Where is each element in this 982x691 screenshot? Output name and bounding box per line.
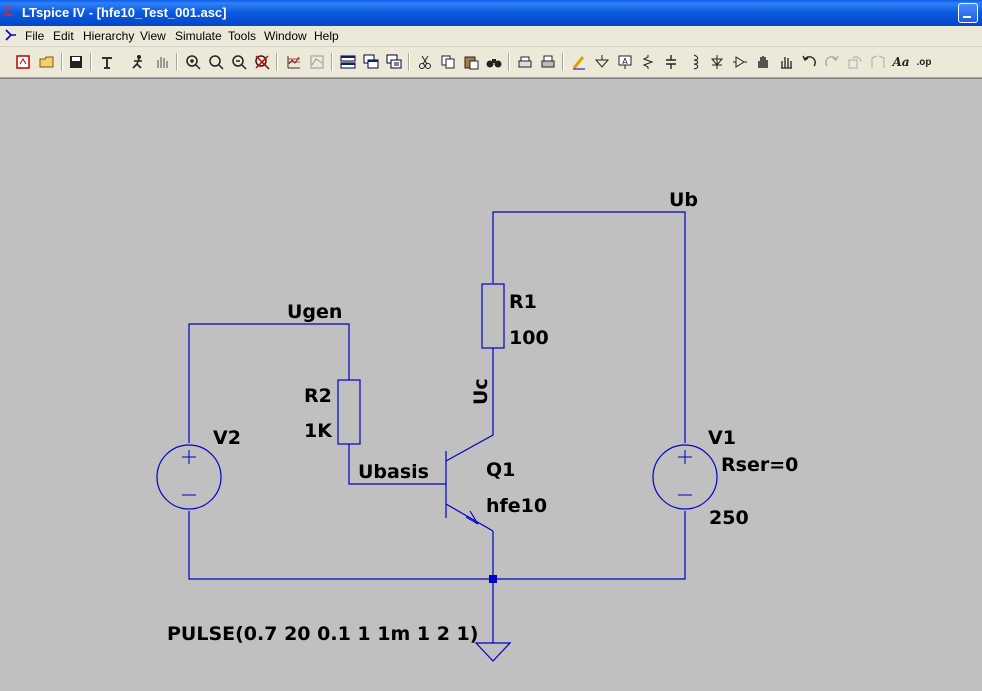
document-icon[interactable]	[4, 28, 18, 42]
ltspice-logo-icon: ℒ	[3, 4, 15, 20]
tile-icon[interactable]	[384, 52, 404, 72]
wire-icon[interactable]	[569, 52, 589, 72]
tile-horizontal-icon[interactable]	[338, 52, 358, 72]
menu-bar: File Edit Hierarchy View Simulate Tools …	[0, 26, 982, 47]
spice-directive-icon[interactable]: .op	[916, 56, 932, 68]
menu-file[interactable]: File	[25, 29, 45, 43]
q1-value[interactable]: hfe10	[486, 495, 547, 517]
drag-icon[interactable]	[776, 52, 796, 72]
save-icon[interactable]	[66, 52, 86, 72]
q1-transistor[interactable]	[445, 451, 494, 532]
v1-param[interactable]: Rser=0	[721, 454, 798, 476]
v1-value[interactable]: 250	[709, 507, 749, 529]
find-icon[interactable]	[484, 52, 504, 72]
new-schematic-icon[interactable]	[13, 52, 33, 72]
run-icon[interactable]	[128, 52, 148, 72]
wire-ubasis[interactable]	[348, 444, 446, 485]
redo-icon[interactable]	[822, 52, 842, 72]
v2-value[interactable]: PULSE(0.7 20 0.1 1 1m 1 2 1)	[167, 623, 478, 645]
inductor-icon[interactable]	[684, 52, 704, 72]
title-bar: ℒ LTspice IV - [hfe10_Test_001.asc]	[0, 0, 982, 26]
v1-voltage-source[interactable]	[652, 444, 718, 510]
resistor-icon[interactable]	[638, 52, 658, 72]
move-icon[interactable]	[753, 52, 773, 72]
component-icon[interactable]	[730, 52, 750, 72]
junction-dot	[489, 575, 497, 583]
label-net-icon[interactable]: A	[615, 52, 635, 72]
halt-icon[interactable]	[152, 52, 172, 72]
menu-tools[interactable]: Tools	[228, 29, 257, 43]
wire-uc[interactable]	[445, 348, 494, 462]
toolbar: A Aa .op	[0, 47, 982, 78]
zoom-pan-icon[interactable]	[206, 52, 226, 72]
copy-icon[interactable]	[438, 52, 458, 72]
paste-icon[interactable]	[461, 52, 481, 72]
net-label-ugen[interactable]: Ugen	[287, 301, 342, 323]
cut-icon[interactable]	[415, 52, 435, 72]
minimize-button[interactable]	[958, 3, 978, 23]
ground-symbol[interactable]	[474, 642, 512, 662]
mirror-icon[interactable]	[868, 52, 888, 72]
menu-view[interactable]: View	[140, 29, 166, 43]
rotate-icon[interactable]	[845, 52, 865, 72]
zoom-out-icon[interactable]	[229, 52, 249, 72]
r1-resistor[interactable]	[481, 283, 505, 349]
schematic-canvas[interactable]: Ub Ugen Uc Ubasis R1 100 R2 1K V2 V1 Rse…	[0, 78, 982, 687]
r1-name[interactable]: R1	[509, 291, 537, 313]
v1-name[interactable]: V1	[708, 427, 736, 449]
ground-icon[interactable]	[592, 52, 612, 72]
undo-icon[interactable]	[799, 52, 819, 72]
menu-window[interactable]: Window	[264, 29, 307, 43]
menu-help[interactable]: Help	[314, 29, 339, 43]
v2-voltage-source[interactable]	[156, 444, 222, 510]
print-icon[interactable]	[538, 52, 558, 72]
capacitor-icon[interactable]	[661, 52, 681, 72]
net-label-ubasis[interactable]: Ubasis	[358, 461, 429, 483]
r2-name[interactable]: R2	[304, 385, 332, 407]
r2-resistor[interactable]	[337, 379, 361, 445]
zoom-in-icon[interactable]	[183, 52, 203, 72]
window-title: LTspice IV - [hfe10_Test_001.asc]	[22, 5, 227, 20]
text-icon[interactable]: Aa	[892, 55, 910, 69]
open-icon[interactable]	[37, 52, 57, 72]
wire-ugen[interactable]	[188, 323, 350, 443]
control-panel-icon[interactable]	[97, 52, 117, 72]
net-label-uc[interactable]: Uc	[470, 378, 492, 405]
print-preview-icon[interactable]	[515, 52, 535, 72]
svg-text:A: A	[622, 57, 628, 66]
net-label-ub[interactable]: Ub	[669, 189, 698, 211]
diode-icon[interactable]	[707, 52, 727, 72]
v2-name[interactable]: V2	[213, 427, 241, 449]
q1-emitter-arrow	[465, 510, 479, 525]
q1-name[interactable]: Q1	[486, 459, 515, 481]
autorange-icon[interactable]	[284, 52, 304, 72]
schematic-drawing[interactable]: Ub Ugen Uc Ubasis R1 100 R2 1K V2 V1 Rse…	[0, 79, 982, 687]
r2-value[interactable]: 1K	[304, 420, 333, 442]
menu-simulate[interactable]: Simulate	[175, 29, 222, 43]
r1-value[interactable]: 100	[509, 327, 549, 349]
cascade-icon[interactable]	[361, 52, 381, 72]
minimize-icon	[963, 16, 971, 18]
menu-hierarchy[interactable]: Hierarchy	[83, 29, 135, 43]
zoom-cancel-icon[interactable]	[252, 52, 272, 72]
menu-edit[interactable]: Edit	[53, 29, 74, 43]
plot-icon[interactable]	[307, 52, 327, 72]
wire-ground-net[interactable]	[188, 511, 686, 580]
wire-ub[interactable]	[492, 211, 686, 443]
